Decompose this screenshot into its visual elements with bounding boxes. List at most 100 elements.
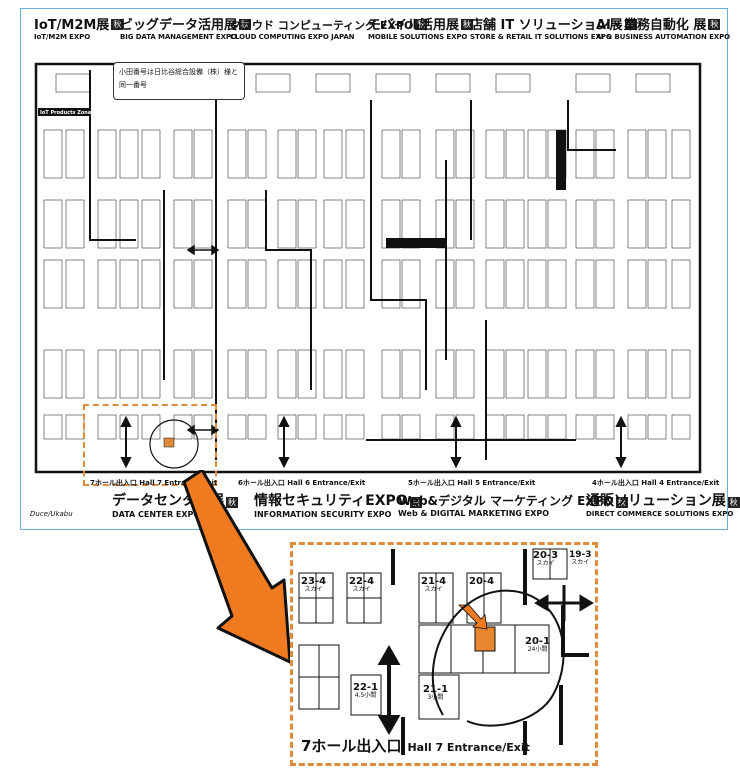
zoomed-entrance-arrow xyxy=(377,644,401,736)
floor-plan xyxy=(34,62,702,474)
booth-block xyxy=(97,129,117,179)
east-zone-tag xyxy=(556,130,566,190)
booth-block xyxy=(455,129,475,179)
booth-block xyxy=(575,199,595,249)
booth-block xyxy=(173,259,193,309)
booth-block xyxy=(485,414,505,440)
booth-block xyxy=(671,414,691,440)
hall5-entrance-label: 5ホール出入口 Hall 5 Entrance/Exit xyxy=(408,479,536,487)
booth-block xyxy=(595,129,615,179)
booth-block xyxy=(575,349,595,399)
booth-grid xyxy=(43,73,691,440)
booth-block xyxy=(505,259,525,309)
booth-block xyxy=(345,349,365,399)
zoom-source-area[interactable] xyxy=(83,404,217,486)
booth-block xyxy=(527,259,547,309)
booth-block xyxy=(247,129,267,179)
booth-block xyxy=(647,199,667,249)
booth-block xyxy=(527,199,547,249)
booth-block xyxy=(323,259,343,309)
booth-block xyxy=(43,349,63,399)
booth-block xyxy=(141,259,161,309)
booth-block xyxy=(193,199,213,249)
booth-block xyxy=(485,259,505,309)
booth-block xyxy=(547,259,567,309)
booth-block xyxy=(193,349,213,399)
booth-block xyxy=(297,349,317,399)
booth-block xyxy=(381,414,401,440)
booth-block xyxy=(323,199,343,249)
zoomed-floor-plan xyxy=(298,548,594,755)
booth-block xyxy=(227,199,247,249)
booth-block xyxy=(43,129,63,179)
booth-block xyxy=(671,129,691,179)
booth-block xyxy=(193,259,213,309)
booth-block xyxy=(671,199,691,249)
zoom-pointer-arrow xyxy=(182,470,292,664)
booth-block xyxy=(247,414,267,440)
booth-number-note: 小田番号は日比谷総合設備（株）様と 同一番号 xyxy=(113,62,245,100)
iot-zone-label: IoT Products Zone xyxy=(40,110,92,116)
booth-block xyxy=(65,259,85,309)
booth-block xyxy=(547,199,567,249)
booth-block xyxy=(505,199,525,249)
booth-block xyxy=(277,129,297,179)
booth-block xyxy=(401,129,421,179)
booth-block xyxy=(627,259,647,309)
booth-block xyxy=(647,129,667,179)
hall4-entrance-label: 4ホール出入口 Hall 4 Entrance/Exit xyxy=(592,479,720,487)
hall6-entrance-label: 6ホール出入口 Hall 6 Entrance/Exit xyxy=(238,479,366,487)
booth-block xyxy=(119,259,139,309)
iot-zone-tag xyxy=(38,108,90,116)
walls xyxy=(391,549,589,755)
booth-block xyxy=(65,129,85,179)
expo-label-iot[interactable]: IoT/M2M展秋 IoT/M2M EXPO xyxy=(34,18,124,41)
booth-block xyxy=(297,414,317,440)
booth-block xyxy=(277,349,297,399)
expo-label-ai[interactable]: AI・業務自動化 展秋 AI & BUSINESS AUTOMATION EXP… xyxy=(596,18,730,41)
expo-label-bigdata[interactable]: ビッグデータ活用展秋 BIG DATA MANAGEMENT EXPO xyxy=(120,18,252,41)
booth-block xyxy=(671,259,691,309)
booth-block xyxy=(527,414,547,440)
zoomed-highlighted-booth xyxy=(474,626,496,652)
booth-block xyxy=(575,259,595,309)
hall-outline xyxy=(34,62,702,474)
expo-label-mobile[interactable]: モバイル活用展秋 MOBILE SOLUTIONS EXPO xyxy=(368,18,474,41)
booth-block xyxy=(119,414,139,440)
booth-block xyxy=(297,199,317,249)
booth-block xyxy=(227,259,247,309)
booth-block xyxy=(375,73,411,93)
center-zone-tag xyxy=(386,238,446,248)
booth-block xyxy=(485,199,505,249)
booth-block xyxy=(627,414,647,440)
booth-block xyxy=(119,349,139,399)
booth-block xyxy=(635,73,671,93)
small-orange-arrow xyxy=(458,604,488,630)
booth-block xyxy=(97,259,117,309)
booth-block xyxy=(505,414,525,440)
expo-label-direct-commerce[interactable]: 通販ソリューション展秋 DIRECT COMMERCE SOLUTIONS EX… xyxy=(586,493,740,518)
entrance-arrows xyxy=(120,415,627,469)
booth-block xyxy=(381,349,401,399)
booth-block xyxy=(455,199,475,249)
expo-label-store[interactable]: 店舗 IT ソリューション展秋 STORE & RETAIL IT SOLUTI… xyxy=(470,18,637,41)
booth-block xyxy=(627,129,647,179)
booth-block xyxy=(97,199,117,249)
booth-block xyxy=(193,129,213,179)
booth-block xyxy=(595,414,615,440)
booth-20-4[interactable]: 20-4 xyxy=(469,576,495,587)
booth-block xyxy=(247,199,267,249)
